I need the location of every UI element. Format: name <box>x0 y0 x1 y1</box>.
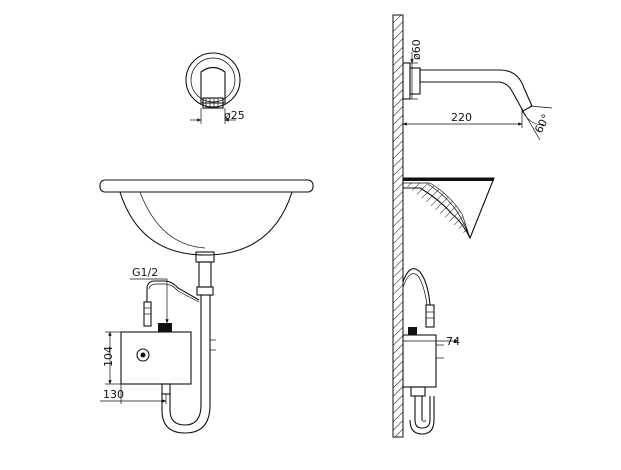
basin-rim <box>99 179 314 193</box>
wall-plate-inner <box>190 57 236 103</box>
side-spout <box>419 69 533 112</box>
side-control-box <box>402 334 437 388</box>
control-box <box>120 331 192 385</box>
side-inlet-valve <box>425 304 435 328</box>
box-depth-label: 74 <box>446 335 460 348</box>
wall-plate-outline <box>185 52 241 108</box>
side-basin-section <box>403 182 471 239</box>
box-outlet <box>161 383 171 395</box>
angle-arc <box>521 110 545 125</box>
drain-fitting <box>195 251 215 263</box>
u-trap-inner <box>161 392 211 434</box>
side-plate-flange <box>409 67 421 95</box>
side-cable <box>402 268 431 306</box>
control-box-knob <box>136 348 150 362</box>
control-box-connector <box>158 323 172 332</box>
spout-diameter-label: ø25 <box>224 109 245 122</box>
spout-body <box>200 66 226 104</box>
drain-pipe <box>198 261 212 288</box>
side-u-trap <box>414 396 431 429</box>
spout-nozzle <box>202 97 224 109</box>
front-basin-view: G1/2 104 130 <box>99 179 314 434</box>
box-height-label: 104 <box>102 346 115 367</box>
side-box-outlet <box>410 386 426 397</box>
front-spout-view: ø25 <box>185 52 245 124</box>
inlet-thread-label: G1/2 <box>132 266 158 279</box>
u-trap-outer <box>169 392 202 426</box>
side-wall-plate <box>402 62 411 100</box>
wall-section <box>392 14 404 438</box>
basin-bowl <box>119 191 293 256</box>
wall-plate-diameter-label: ø60 <box>410 39 423 60</box>
spout-angle-label: 60° <box>532 112 553 135</box>
side-view: ø60 220 60° 74 <box>392 14 553 438</box>
side-box-connector <box>408 327 417 335</box>
sensor-cable <box>146 280 200 302</box>
box-width-label: 130 <box>103 388 124 401</box>
spout-length-label: 220 <box>451 111 472 124</box>
